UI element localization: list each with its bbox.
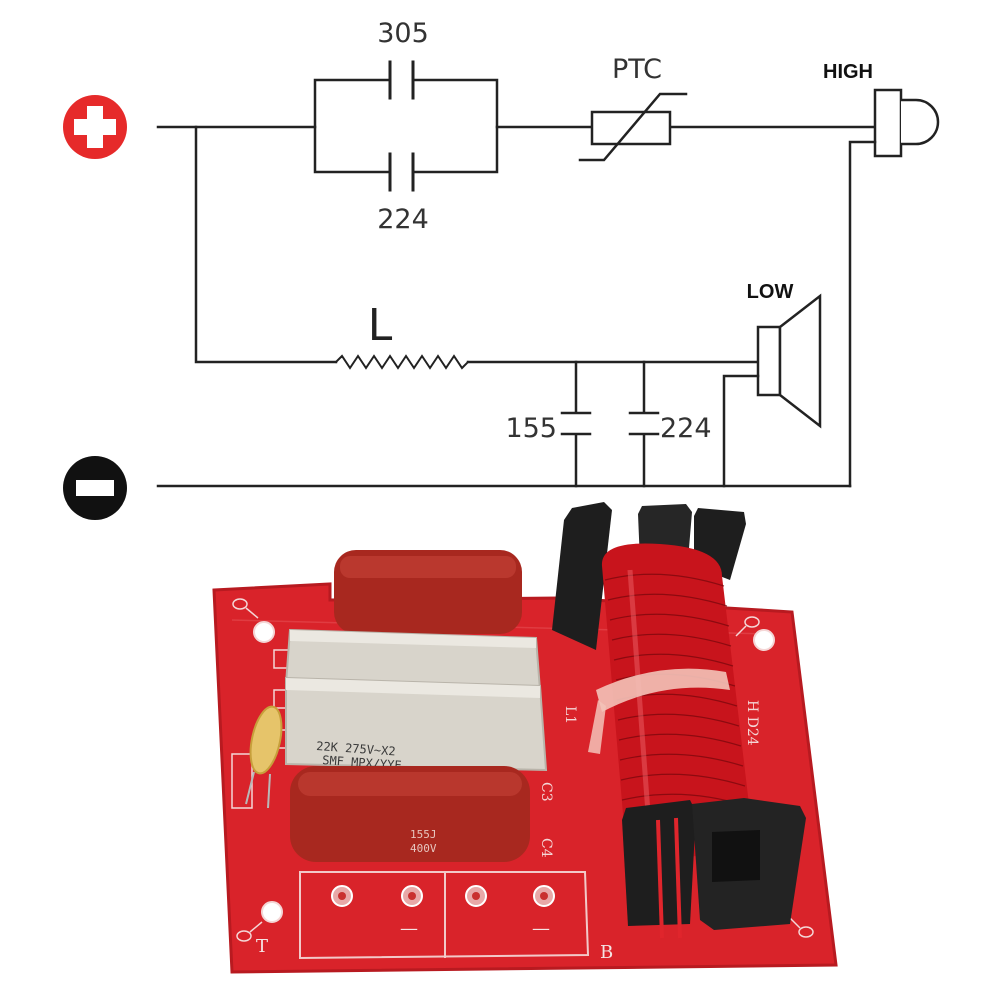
- silk-c4: C4: [538, 838, 554, 858]
- cap-305-label: 305: [377, 18, 429, 49]
- bobbin-bottom: [622, 798, 806, 939]
- cap-224-label: 224: [377, 204, 429, 235]
- wire-cap-block: [313, 78, 499, 174]
- terminal-pad: [533, 885, 555, 907]
- shunt-cap-224: [628, 360, 660, 488]
- schematic: 305 224 PTC HIGH L 155 224: [63, 18, 940, 520]
- wire-woofer-return: [722, 374, 760, 488]
- white-capacitor: [284, 628, 542, 692]
- silk-l1: L1: [562, 706, 578, 724]
- white-cap-code: 22K 275V~X2: [316, 739, 396, 759]
- terminal-minus-silk: —: [400, 918, 418, 939]
- silk-c3: C3: [538, 782, 554, 802]
- ptc-symbol: [578, 92, 688, 162]
- shunt-cap-224-label: 224: [660, 413, 712, 444]
- mounting-hole: [753, 629, 775, 651]
- terminal-pad: [401, 885, 423, 907]
- terminal-minus-silk: —: [532, 918, 550, 939]
- positive-terminal-icon: [63, 95, 127, 159]
- silk-b: B: [600, 942, 613, 963]
- inductor-coil-photo: [588, 543, 752, 857]
- wire-tweeter-return: [848, 140, 877, 488]
- cap-305-plates: [388, 60, 415, 100]
- silk-t: T: [256, 936, 268, 957]
- pcb-photo: — — T B L1 C3 C4 H D24 22K 275V~X2 SMF M…: [212, 502, 838, 974]
- red-cap-code: 155J: [410, 828, 437, 841]
- terminal-pad: [465, 885, 487, 907]
- silk-side: H D24: [744, 700, 760, 746]
- ptc-label: PTC: [612, 54, 662, 85]
- mounting-hole: [261, 901, 283, 923]
- tweeter-label: HIGH: [823, 61, 873, 83]
- shunt-cap-155: [560, 360, 592, 488]
- white-capacitor: 22K 275V~X2 SMF MPX/YYE: [285, 676, 548, 773]
- cap-224-plates: [388, 152, 415, 192]
- inductor-coil: [334, 354, 470, 370]
- screw-silk-icon: [232, 598, 814, 942]
- shunt-cap-155-label: 155: [505, 413, 557, 444]
- terminal-pad: [331, 885, 353, 907]
- wire-left-branch: [194, 125, 338, 364]
- red-film-capacitor-top: [334, 550, 522, 634]
- mounting-hole: [253, 621, 275, 643]
- red-cap-code2: 400V: [410, 842, 437, 855]
- yellow-ceramic-capacitor: [245, 705, 283, 809]
- woofer-icon: [756, 293, 822, 429]
- negative-terminal-icon: [63, 456, 127, 520]
- tweeter-icon: [873, 88, 940, 158]
- red-film-capacitor-bottom: 155J 400V: [290, 766, 530, 862]
- woofer-label: LOW: [747, 281, 794, 303]
- inductor-label: L: [368, 300, 393, 351]
